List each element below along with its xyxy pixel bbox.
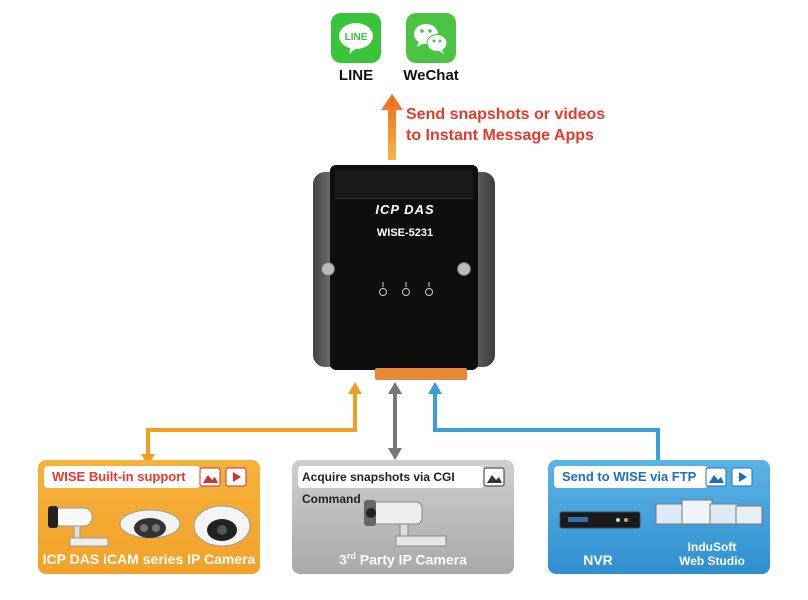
cgi-command-box: Acquire snapshots via CGI Command 3rd Pa… (292, 460, 514, 574)
cgi-header: Acquire snapshots via CGI Command (298, 466, 484, 506)
indusoft-line-2: Web Studio (679, 554, 745, 568)
terminal-block (375, 368, 467, 380)
line-label: LINE (338, 67, 374, 84)
indusoft-label: InduSoft Web Studio (658, 540, 766, 568)
blue-arrow-head-icon (428, 382, 442, 394)
orange-arrow-head-icon (348, 382, 362, 394)
left-screw-icon (321, 262, 335, 276)
line-icon: LINE (331, 13, 381, 63)
gray-arrow-down-icon (388, 448, 402, 460)
cgi-image-badge (483, 467, 505, 487)
builtin-support-box: WISE Built-in support ICP DAS iCAM serie… (38, 460, 260, 574)
dome-camera-icon (119, 509, 181, 539)
wechat-label: WeChat (403, 67, 459, 84)
image-icon (705, 467, 727, 487)
cgi-footer: 3rd Party IP Camera (292, 551, 514, 568)
right-screw-icon (457, 262, 471, 276)
builtin-header: WISE Built-in support (44, 466, 200, 488)
image-icon (483, 467, 505, 487)
ftp-media-badges (705, 467, 753, 487)
message-line-1: Send snapshots or videos (406, 106, 606, 123)
fisheye-camera-icon (193, 505, 251, 547)
camera-icon (364, 500, 447, 547)
line-icon-text: LINE (345, 32, 368, 43)
gray-arrow-up-icon (388, 382, 402, 394)
connection-arrows (141, 382, 660, 465)
cgi-footer-rest: Party IP Camera (355, 551, 467, 568)
device-brand: ICP DAS (375, 202, 435, 217)
orange-arrow-tail-icon (141, 454, 155, 465)
builtin-media-badges (199, 467, 247, 487)
device-model: WISE-5231 (376, 227, 434, 239)
icam-cameras (48, 505, 251, 547)
nvr-label: NVR (583, 552, 613, 568)
up-arrow-icon (381, 94, 403, 160)
indusoft-line-1: InduSoft (687, 540, 737, 554)
image-icon (199, 467, 221, 487)
message-caption: Send snapshots or videos to Instant Mess… (406, 104, 605, 146)
nvr-icon (559, 511, 641, 529)
device-body (330, 165, 478, 370)
cgi-footer-sup: rd (346, 551, 356, 561)
device-top-cap (335, 170, 473, 199)
wechat-icon (406, 13, 456, 63)
message-line-2: to Instant Message Apps (406, 127, 594, 144)
ftp-header: Send to WISE via FTP (554, 466, 708, 488)
bullet-camera-icon (48, 506, 109, 547)
indusoft-screens-icon (655, 499, 763, 525)
cgi-footer-number: 3 (339, 551, 347, 568)
ftp-box: Send to WISE via FTP NVR InduSoft Web St… (548, 460, 770, 574)
status-leds-icon (379, 282, 433, 296)
builtin-footer: ICP DAS iCAM series IP Camera (42, 551, 256, 567)
